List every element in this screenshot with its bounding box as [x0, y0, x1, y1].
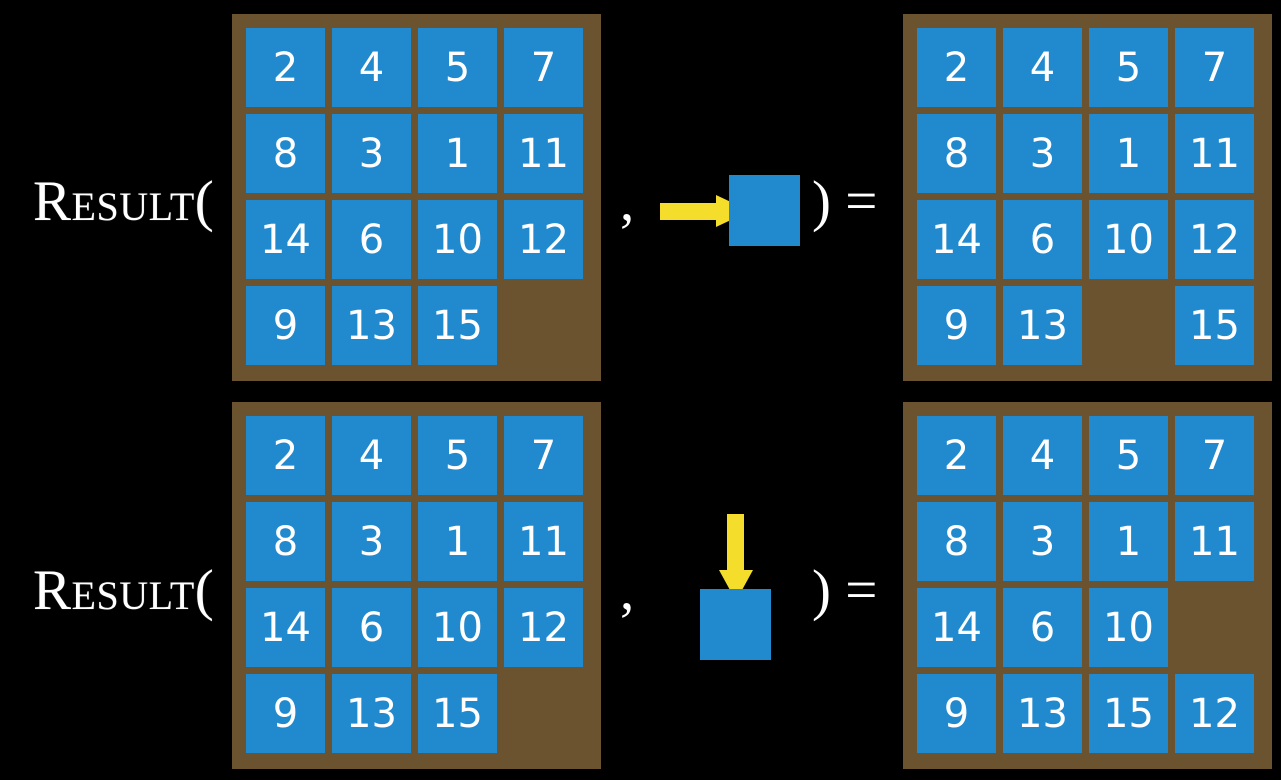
tile[interactable]: 12	[1175, 200, 1254, 279]
move-target-square-row-2[interactable]	[700, 589, 771, 660]
result-function-label-row-2: Result(	[33, 559, 215, 622]
move-target-square-row-1[interactable]	[729, 175, 800, 246]
tile[interactable]: 3	[1003, 502, 1082, 581]
tile[interactable]: 15	[418, 674, 497, 753]
tile[interactable]: 4	[1003, 28, 1082, 107]
tile[interactable]: 2	[917, 416, 996, 495]
tile[interactable]: 13	[332, 674, 411, 753]
tile[interactable]: 1	[418, 114, 497, 193]
tile[interactable]: 4	[1003, 416, 1082, 495]
output-board-row-2: 2 4 5 7 8 3 1 11 14 6 10 9 13 15 12	[903, 402, 1272, 769]
tile[interactable]: 10	[418, 588, 497, 667]
tile[interactable]: 3	[332, 502, 411, 581]
tile[interactable]: 7	[504, 416, 583, 495]
tile[interactable]: 6	[332, 200, 411, 279]
tile[interactable]: 5	[418, 28, 497, 107]
argument-separator-row-2: ,	[620, 559, 635, 622]
tile[interactable]: 9	[246, 674, 325, 753]
output-board-row-1: 2 4 5 7 8 3 1 11 14 6 10 12 9 13 15	[903, 14, 1272, 381]
input-board-row-2: 2 4 5 7 8 3 1 11 14 6 10 12 9 13 15	[232, 402, 601, 769]
tile[interactable]: 7	[1175, 28, 1254, 107]
tile[interactable]: 12	[1175, 674, 1254, 753]
tile[interactable]: 4	[332, 28, 411, 107]
empty-slot	[504, 286, 583, 365]
tile[interactable]: 15	[1089, 674, 1168, 753]
tile[interactable]: 8	[917, 114, 996, 193]
tile[interactable]: 7	[1175, 416, 1254, 495]
tile[interactable]: 10	[1089, 588, 1168, 667]
tile[interactable]: 9	[917, 286, 996, 365]
tile[interactable]: 6	[1003, 588, 1082, 667]
empty-slot	[504, 674, 583, 753]
tile[interactable]: 5	[418, 416, 497, 495]
input-board-row-1: 2 4 5 7 8 3 1 11 14 6 10 12 9 13 15	[232, 14, 601, 381]
tile[interactable]: 6	[1003, 200, 1082, 279]
tile[interactable]: 7	[504, 28, 583, 107]
tile[interactable]: 12	[504, 200, 583, 279]
result-function-label-row-1: Result(	[33, 170, 215, 233]
tile[interactable]: 11	[1175, 502, 1254, 581]
tile[interactable]: 3	[332, 114, 411, 193]
tile[interactable]: 5	[1089, 416, 1168, 495]
tile[interactable]: 11	[1175, 114, 1254, 193]
arrow-down-icon	[719, 514, 753, 601]
tile[interactable]: 13	[1003, 674, 1082, 753]
tile[interactable]: 1	[1089, 114, 1168, 193]
tile[interactable]: 9	[917, 674, 996, 753]
tile[interactable]: 5	[1089, 28, 1168, 107]
tile[interactable]: 12	[504, 588, 583, 667]
tile[interactable]: 10	[1089, 200, 1168, 279]
argument-separator-row-1: ,	[620, 170, 635, 233]
tile[interactable]: 9	[246, 286, 325, 365]
empty-slot	[1175, 588, 1254, 667]
tile[interactable]: 6	[332, 588, 411, 667]
tile[interactable]: 8	[246, 502, 325, 581]
close-paren-equals-row-2: ) =	[812, 559, 878, 622]
close-paren-equals-row-1: ) =	[812, 170, 878, 233]
tile[interactable]: 2	[917, 28, 996, 107]
tile[interactable]: 8	[917, 502, 996, 581]
tile[interactable]: 14	[917, 588, 996, 667]
tile[interactable]: 14	[246, 200, 325, 279]
tile[interactable]: 15	[418, 286, 497, 365]
tile[interactable]: 15	[1175, 286, 1254, 365]
tile[interactable]: 2	[246, 416, 325, 495]
empty-slot	[1089, 286, 1168, 365]
tile[interactable]: 1	[1089, 502, 1168, 581]
tile[interactable]: 14	[246, 588, 325, 667]
tile[interactable]: 14	[917, 200, 996, 279]
tile[interactable]: 13	[1003, 286, 1082, 365]
tile[interactable]: 3	[1003, 114, 1082, 193]
tile[interactable]: 10	[418, 200, 497, 279]
tile[interactable]: 1	[418, 502, 497, 581]
tile[interactable]: 2	[246, 28, 325, 107]
tile[interactable]: 13	[332, 286, 411, 365]
tile[interactable]: 8	[246, 114, 325, 193]
tile[interactable]: 4	[332, 416, 411, 495]
tile[interactable]: 11	[504, 114, 583, 193]
arrow-shaft	[727, 514, 744, 572]
arrow-shaft	[660, 203, 718, 220]
tile[interactable]: 11	[504, 502, 583, 581]
